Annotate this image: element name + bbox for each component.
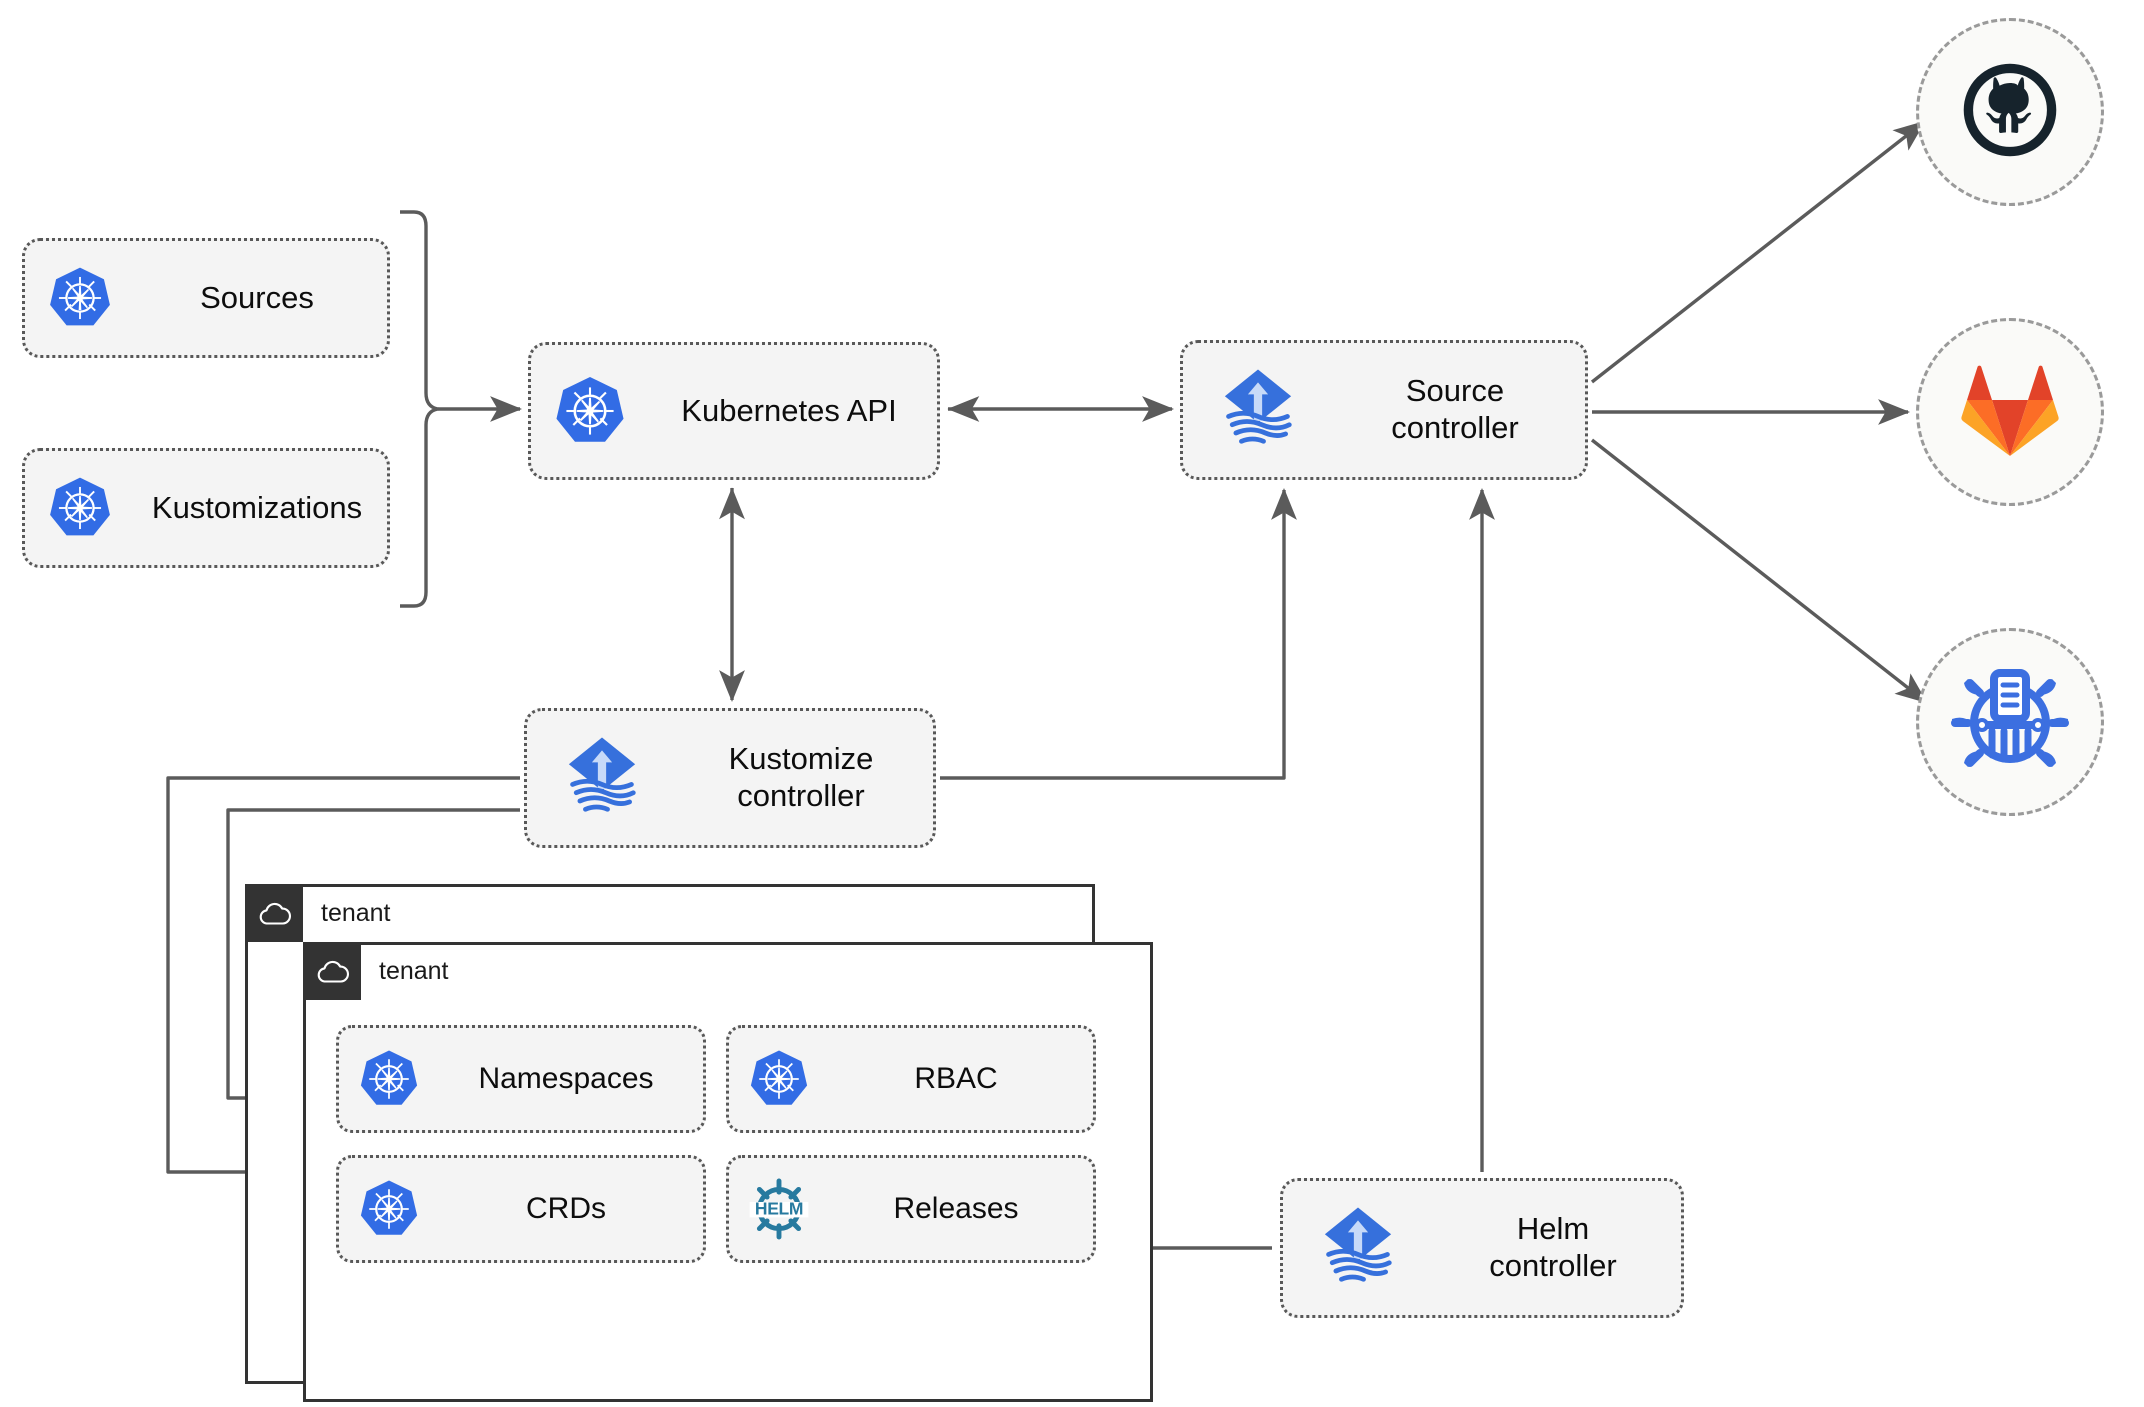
node-label: Helm controller [1489, 1211, 1617, 1283]
helm-icon: HELM [729, 1174, 829, 1244]
resource-label: Kustomizations [151, 489, 363, 525]
node-source-controller[interactable]: Source controller [1180, 340, 1588, 480]
external-source-github[interactable] [1916, 18, 2104, 206]
resource-node-sources[interactable]: Sources [22, 238, 390, 358]
tile-label: CRDs [526, 1192, 606, 1225]
node-label: Kubernetes API [681, 392, 897, 428]
tile-label: Releases [893, 1192, 1019, 1225]
resource-node-kustomizations[interactable]: Kustomizations [22, 448, 390, 568]
cloud-icon [303, 942, 361, 1000]
github-icon [1958, 58, 2062, 167]
svg-text:HELM: HELM [755, 1199, 803, 1219]
kubernetes-icon [729, 1048, 829, 1110]
node-kubernetes-api[interactable]: Kubernetes API [528, 342, 940, 480]
node-helm-controller[interactable]: Helm controller [1280, 1178, 1684, 1318]
tenant-tile-rbac[interactable]: RBAC [726, 1025, 1096, 1133]
gitlab-icon [1957, 360, 2063, 465]
helm-registry-icon [1950, 663, 2070, 782]
tenant-tile-crds[interactable]: CRDs [336, 1155, 706, 1263]
tile-label: Namespaces [478, 1062, 654, 1095]
tile-label: RBAC [914, 1062, 998, 1095]
tenant-label: tenant [321, 898, 391, 927]
flux-icon [1183, 364, 1333, 456]
tenant-titlebar: tenant [245, 884, 391, 942]
tenant-window-inner[interactable]: tenant [303, 942, 1153, 1402]
kubernetes-icon [25, 475, 135, 541]
node-label: Source controller [1391, 373, 1519, 445]
tenant-titlebar: tenant [303, 942, 449, 1000]
tenant-resource-grid: Namespaces [336, 1025, 1096, 1263]
tenant-tile-releases[interactable]: HELM Releases [726, 1155, 1096, 1263]
node-label: Kustomize controller [728, 741, 874, 813]
node-kustomize-controller[interactable]: Kustomize controller [524, 708, 936, 848]
cloud-icon [245, 884, 303, 942]
flux-icon [1283, 1202, 1433, 1294]
kubernetes-icon [339, 1178, 439, 1240]
kubernetes-icon [25, 265, 135, 331]
kubernetes-icon [339, 1048, 439, 1110]
resource-label: Sources [200, 279, 314, 315]
tenant-label: tenant [379, 956, 449, 985]
external-source-helm-repository[interactable] [1916, 628, 2104, 816]
tenant-tile-namespaces[interactable]: Namespaces [336, 1025, 706, 1133]
external-source-gitlab[interactable] [1916, 318, 2104, 506]
flux-icon [527, 732, 677, 824]
kubernetes-icon [531, 374, 649, 448]
